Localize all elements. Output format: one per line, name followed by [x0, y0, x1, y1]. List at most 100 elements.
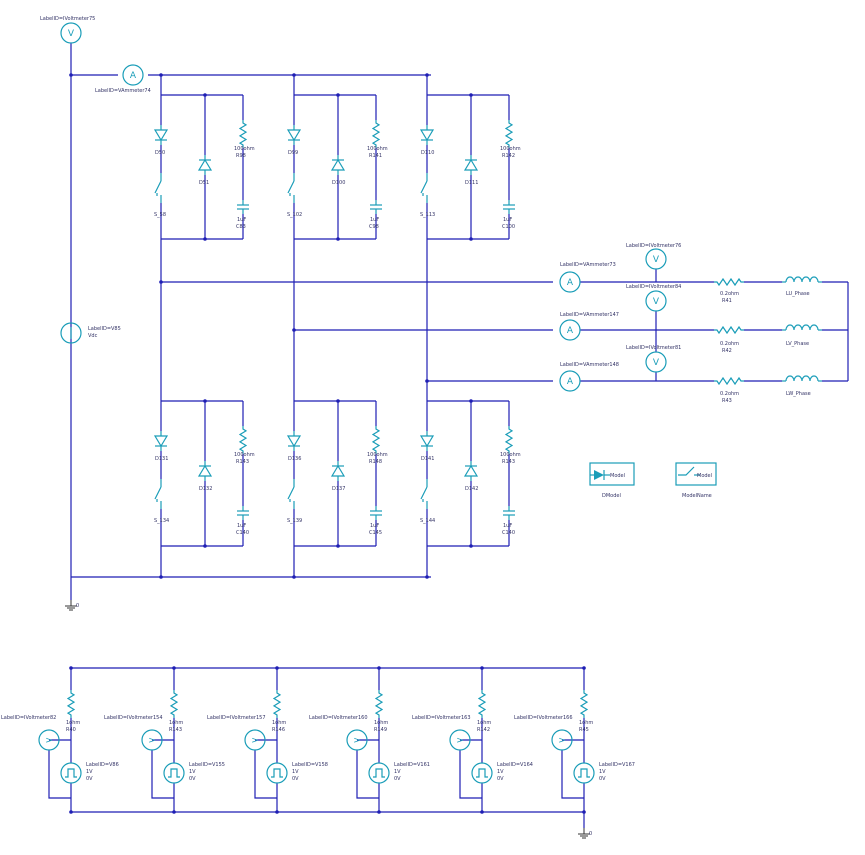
resistor-value-label: 100ohm: [234, 146, 255, 152]
pulse-source-id: LabelID=V86: [86, 762, 119, 768]
svg-text:A: A: [567, 377, 574, 387]
gate-wire: [356, 750, 379, 799]
junction-dot: [425, 73, 429, 77]
load-resistor-name: R41: [722, 298, 732, 304]
load-resistor: [714, 376, 744, 386]
svg-text:>: >: [148, 736, 156, 746]
series-diode-label: D99: [288, 150, 298, 156]
resistor-name-label: R148: [369, 459, 382, 465]
gate-voltmeter-label: LabelID=IVoltmeter166: [514, 715, 573, 721]
phase-voltmeter-label: LabelID=IVoltmeter81: [626, 345, 681, 351]
phase-voltmeter: V: [645, 290, 667, 312]
voltmeter-top: V: [60, 22, 82, 44]
svg-text:>: >: [456, 736, 464, 746]
gate-resistor-value: 1ohm: [169, 720, 183, 726]
phase-voltmeter: V: [645, 248, 667, 270]
phase-ammeter-label: LabelID=VAmmeter147: [560, 312, 619, 318]
snubber-resistor: [504, 426, 514, 454]
capacitor-name-label: C140: [502, 530, 515, 536]
phase-ammeter-label: LabelID=VAmmeter148: [560, 362, 619, 368]
freewheel-diode-label: D100: [332, 180, 345, 186]
load-resistor: [714, 325, 744, 335]
load-resistor-value: 0.2ohm: [720, 391, 739, 397]
gate-voltmeter-label: LabelID=IVoltmeter157: [207, 715, 266, 721]
phase-voltmeter-label: LabelID=IVoltmeter84: [626, 284, 681, 290]
gate-resistor: [169, 690, 179, 718]
series-diode-label: D110: [421, 150, 434, 156]
junction-dot: [292, 73, 296, 77]
phase-ammeter: A: [559, 370, 581, 392]
snubber-resistor: [371, 120, 381, 148]
load-inductor-name: LU_Phase: [786, 291, 810, 297]
svg-text:V: V: [68, 29, 75, 39]
switch: [154, 173, 162, 203]
resistor-value-label: 100ohm: [367, 452, 388, 458]
ground-label: 0: [76, 603, 79, 609]
resistor-value-label: 100ohm: [234, 452, 255, 458]
switch-model-box-text: Model: [697, 473, 712, 479]
phase-ammeter: A: [559, 271, 581, 293]
vdc-value-label: Vdc: [88, 333, 98, 339]
gate-resistor: [374, 690, 384, 718]
junction-dot: [159, 575, 163, 579]
gate-wire: [459, 750, 482, 799]
pulse-source: [471, 762, 493, 784]
phase-voltmeter: V: [645, 351, 667, 373]
resistor-value-label: 100ohm: [500, 452, 521, 458]
snubber-capacitor: [503, 200, 515, 214]
gate-resistor-name: R143: [169, 727, 182, 733]
labels: 0LabelID=IVoltmeter75LabelID=VAmmeter74L…: [1, 16, 811, 837]
series-diode: [286, 431, 302, 451]
gate-resistor-name: R142: [477, 727, 490, 733]
capacitor-name-label: C140: [236, 530, 249, 536]
snubber-capacitor: [370, 200, 382, 214]
ammeter-top: A: [122, 64, 144, 86]
switch-model-box: [675, 462, 717, 486]
ground-symbol-bottom: [578, 828, 590, 839]
pulse-source-high: 1V: [599, 769, 606, 775]
capacitor-name-label: C83: [236, 224, 246, 230]
pulse-source-low: 0V: [599, 776, 606, 782]
pulse-source: [368, 762, 390, 784]
pulse-source-low: 0V: [497, 776, 504, 782]
gate-resistor: [579, 690, 589, 718]
junction-dot: [425, 575, 429, 579]
gate-voltmeter: >: [346, 729, 368, 751]
gate-resistor: [66, 690, 76, 718]
resistor-value-label: 100ohm: [367, 146, 388, 152]
resistor-name-label: R141: [369, 153, 382, 159]
load-inductor: [782, 324, 822, 331]
pulse-source-low: 0V: [394, 776, 401, 782]
load-inductor-name: LW_Phase: [786, 391, 811, 397]
series-diode: [286, 125, 302, 145]
gate-resistor-value: 1ohm: [477, 720, 491, 726]
snubber-resistor: [238, 120, 248, 148]
pulse-source: [266, 762, 288, 784]
series-diode-label: D141: [421, 456, 434, 462]
diode-model-box: [589, 462, 635, 486]
switch-model-label: ModelName: [682, 493, 712, 499]
gate-resistor-name: R146: [272, 727, 285, 733]
svg-text:A: A: [130, 71, 137, 81]
svg-text:>: >: [251, 736, 259, 746]
pulse-source-high: 1V: [497, 769, 504, 775]
freewheel-diode-label: D51: [199, 180, 209, 186]
svg-text:>: >: [353, 736, 361, 746]
phase-ammeter: A: [559, 319, 581, 341]
freewheel-diode-label: D142: [465, 486, 478, 492]
capacitor-value-label: 1uF: [370, 523, 379, 529]
series-diode-label: D136: [288, 456, 301, 462]
resistor-name-label: R98: [236, 153, 246, 159]
load-inductor: [782, 375, 822, 382]
switch: [287, 479, 295, 509]
snubber-capacitor: [503, 506, 515, 520]
phase-voltmeter-label: LabelID=IVoltmeter76: [626, 243, 681, 249]
gate-voltmeter: >: [551, 729, 573, 751]
pulse-source-id: LabelID=V164: [497, 762, 533, 768]
load-resistor-value: 0.2ohm: [720, 341, 739, 347]
svg-text:A: A: [567, 278, 574, 288]
diode-model-label: DModel: [602, 493, 621, 499]
freewheel-diode: [330, 155, 346, 175]
freewheel-diode-label: D137: [332, 486, 345, 492]
